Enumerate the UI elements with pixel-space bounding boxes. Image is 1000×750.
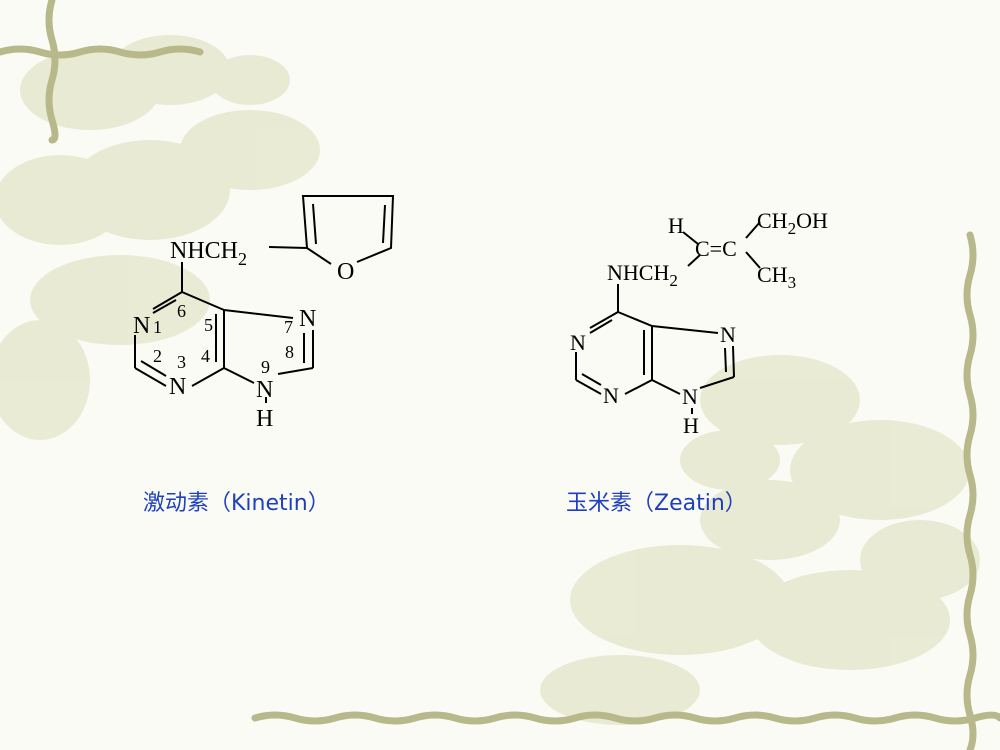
zeatin-bonds	[575, 221, 761, 414]
atom-number-7: 7	[284, 317, 293, 337]
flower-decoration	[0, 35, 980, 725]
zeatin-n1-label: N	[570, 330, 586, 355]
kinetin-n7-label: N	[299, 306, 316, 332]
kinetin-n9-label: N	[256, 377, 273, 403]
kinetin-n3-label: N	[169, 374, 186, 400]
kinetin-labels: NHCH2 O N N N N H 1 2 3 4 5 6 7 8 9	[133, 238, 354, 432]
zeatin-ch2oh-label: CH2OH	[757, 208, 828, 238]
zeatin-cc-label: C=C	[695, 236, 737, 261]
kinetin-bonds	[134, 195, 395, 403]
zeatin-h9-label: H	[683, 413, 699, 438]
zeatin-n3-label: N	[603, 383, 619, 408]
kinetin-substituent-label: NHCH2	[170, 238, 247, 269]
zeatin-ch3-label: CH3	[757, 262, 796, 292]
kinetin-caption: 激动素（Kinetin）	[143, 491, 330, 516]
kinetin-n1-label: N	[133, 313, 150, 339]
zeatin-h-vinyl-label: H	[668, 213, 684, 238]
zeatin-n9-label: N	[682, 384, 698, 409]
atom-number-1: 1	[153, 317, 162, 337]
kinetin-atom-numbers: 1 2 3 4 5 6 7 8 9	[153, 301, 294, 377]
atom-number-9: 9	[261, 357, 270, 377]
zeatin-labels: H C=C CH2OH CH3 NHCH2 N N N N H	[570, 208, 828, 438]
kinetin-h9-label: H	[256, 406, 273, 432]
zeatin-nhch2-label: NHCH2	[607, 260, 678, 290]
zeatin-caption: 玉米素（Zeatin）	[566, 491, 747, 516]
atom-number-6: 6	[177, 301, 186, 321]
atom-number-8: 8	[285, 342, 294, 362]
kinetin-oxygen-label: O	[337, 259, 354, 285]
atom-number-5: 5	[204, 315, 213, 335]
atom-number-4: 4	[201, 346, 210, 366]
atom-number-3: 3	[177, 352, 186, 372]
zeatin-n7-label: N	[720, 322, 736, 347]
atom-number-2: 2	[153, 346, 162, 366]
